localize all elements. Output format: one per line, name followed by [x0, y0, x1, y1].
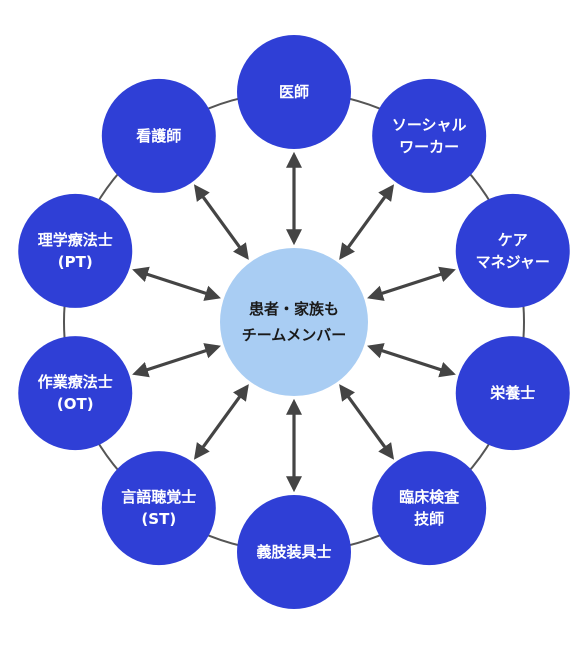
member-circle — [237, 35, 351, 149]
center-label: 患者・家族もチームメンバー — [242, 300, 347, 344]
member-node-doctor: 医師 — [237, 35, 351, 149]
member-node-physical-therapist: 理学療法士 (PT) — [18, 193, 133, 308]
label-line: 看護師 — [136, 127, 181, 145]
member-label: 看護師 — [136, 127, 181, 145]
label-line: 栄養士 — [489, 384, 535, 402]
label-line: 義肢装具士 — [256, 543, 331, 561]
arrow-nurse — [193, 184, 249, 260]
member-node-nurse: 看護師 — [101, 78, 216, 193]
member-node-social-worker: ソーシャルワーカー — [372, 78, 487, 193]
label-line: 言語聴覚士 — [121, 488, 196, 506]
member-circle — [237, 495, 351, 609]
arrow-occupational-therapist — [132, 343, 221, 378]
arrow-social-worker — [339, 184, 395, 260]
label-line: ソーシャル — [392, 116, 467, 134]
label-line: チームメンバー — [242, 326, 347, 344]
member-label: 義肢装具士 — [256, 543, 331, 561]
label-line: 患者・家族も — [249, 300, 339, 318]
member-label: 理学療法士 (PT) — [38, 231, 113, 271]
member-label: 臨床検査技師 — [399, 488, 460, 528]
member-node-dietitian: 栄養士 — [455, 336, 570, 451]
label-line: ケア — [498, 231, 528, 249]
arrow-physical-therapist — [132, 266, 221, 301]
member-circle — [372, 451, 487, 566]
label-line: ワーカー — [399, 138, 459, 156]
label-line: (PT) — [58, 253, 93, 271]
member-node-lab-technician: 臨床検査技師 — [372, 451, 487, 566]
member-label: ソーシャルワーカー — [392, 116, 467, 156]
member-node-speech-therapist: 言語聴覚士 (ST) — [101, 451, 216, 566]
label-line: (OT) — [57, 395, 94, 413]
label-line: 作業療法士 — [38, 373, 113, 391]
member-node-occupational-therapist: 作業療法士 (OT) — [18, 336, 133, 451]
member-circle — [101, 78, 216, 193]
member-circle — [455, 336, 570, 451]
member-label: 栄養士 — [489, 384, 535, 402]
label-line: 理学療法士 — [38, 231, 113, 249]
label-line: 医師 — [279, 83, 309, 101]
member-label: 言語聴覚士 (ST) — [121, 488, 196, 528]
center-node: 患者・家族もチームメンバー — [220, 248, 368, 396]
member-circle — [101, 451, 216, 566]
center-circle — [220, 248, 368, 396]
label-line: 技師 — [414, 510, 444, 528]
arrow-dietitian — [367, 343, 456, 378]
member-circle — [372, 78, 487, 193]
connector-arrows — [132, 151, 456, 493]
label-line: (ST) — [141, 510, 176, 528]
member-node-care-manager: ケアマネジャー — [455, 193, 570, 308]
member-node-prosthetist: 義肢装具士 — [237, 495, 351, 609]
arrow-lab-technician — [339, 384, 395, 460]
member-circle — [18, 336, 133, 451]
member-label: ケアマネジャー — [476, 231, 550, 271]
member-circle — [18, 193, 133, 308]
label-line: マネジャー — [476, 253, 550, 271]
member-circle — [455, 193, 570, 308]
member-label: 作業療法士 (OT) — [38, 373, 113, 413]
arrow-speech-therapist — [193, 384, 249, 460]
arrow-care-manager — [367, 266, 456, 301]
label-line: 臨床検査 — [399, 488, 460, 506]
member-label: 医師 — [279, 83, 309, 101]
